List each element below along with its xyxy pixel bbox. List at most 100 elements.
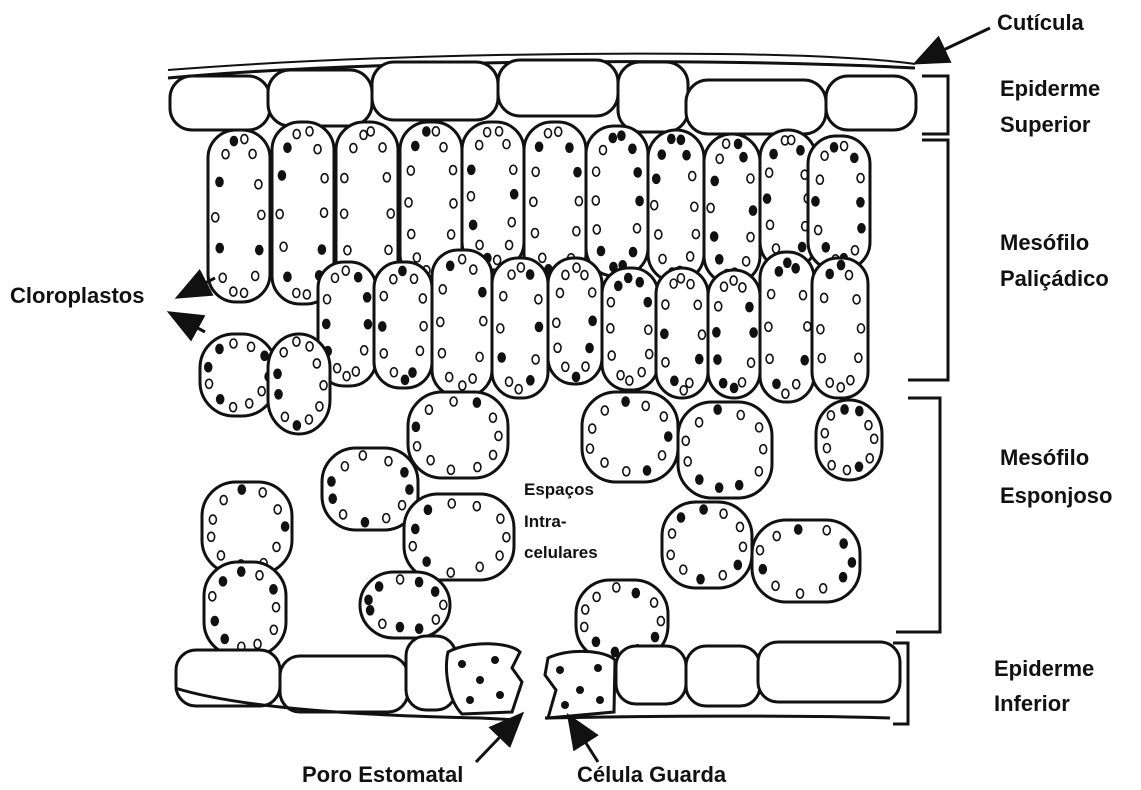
spongy-mesophyll-cell: [322, 448, 418, 530]
chloroplast: [355, 273, 362, 282]
chloroplast: [412, 422, 419, 431]
chloroplast: [497, 514, 504, 523]
chloroplast: [217, 395, 224, 404]
chloroplast: [630, 248, 637, 257]
chloroplast: [450, 199, 457, 208]
chloroplast: [273, 603, 280, 612]
chloroplast: [383, 173, 390, 182]
chloroplast: [573, 263, 580, 272]
chloroplast: [848, 558, 855, 567]
chloroplast: [743, 257, 750, 266]
chloroplast: [696, 418, 703, 427]
chloroplast: [503, 533, 510, 542]
chloroplast: [686, 378, 693, 387]
chloroplast: [476, 240, 483, 249]
chloroplast: [720, 379, 727, 388]
chloroplast: [416, 346, 423, 355]
label-espacos-line1: Espaços: [524, 480, 594, 499]
chloroplast: [623, 467, 630, 476]
chloroplast: [554, 343, 561, 352]
chloroplast: [668, 134, 675, 143]
chloroplast: [843, 466, 850, 475]
chloroplast: [792, 264, 799, 273]
chloroplast: [476, 352, 483, 361]
chloroplast: [280, 348, 287, 357]
chloroplast: [496, 691, 504, 699]
chloroplast: [222, 150, 229, 159]
chloroplast: [804, 322, 811, 331]
chloroplast: [581, 622, 588, 631]
chloroplast: [677, 135, 684, 144]
chloroplast: [601, 458, 608, 467]
chloroplast: [274, 505, 281, 514]
chloroplast: [851, 246, 858, 255]
chloroplast: [313, 359, 320, 368]
chloroplast: [644, 298, 651, 307]
chloroplast: [230, 137, 237, 146]
chloroplast: [764, 194, 771, 203]
chloroplast: [532, 167, 539, 176]
lower-epidermis-cell: [176, 650, 280, 706]
chloroplast: [274, 369, 281, 378]
chloroplast: [531, 229, 538, 238]
chloroplast: [254, 639, 261, 648]
chloroplast: [517, 263, 524, 272]
chloroplast: [582, 362, 589, 371]
chloroplast: [511, 190, 518, 199]
label-epiderme-inferior-line2: Inferior: [994, 691, 1070, 716]
chloroplast: [768, 290, 775, 299]
lower-epidermis-cell: [686, 646, 760, 706]
chloroplast: [795, 525, 802, 534]
chloroplast: [530, 197, 537, 206]
chloroplast: [385, 245, 392, 254]
chloroplast: [756, 546, 763, 555]
chloroplast: [782, 389, 789, 398]
chloroplast: [219, 273, 226, 282]
chloroplast: [341, 174, 348, 183]
chloroplast: [515, 385, 522, 394]
chloroplast: [734, 560, 741, 569]
chloroplast: [216, 344, 223, 353]
chloroplast: [314, 145, 321, 154]
chloroplast: [697, 575, 704, 584]
chloroplast: [812, 197, 819, 206]
chloroplast: [484, 128, 491, 137]
chloroplast: [473, 502, 480, 511]
chloroplast: [255, 180, 262, 189]
chloroplast: [634, 168, 641, 177]
chloroplast: [662, 358, 669, 367]
chloroplast: [682, 436, 689, 445]
chloroplast: [740, 153, 747, 162]
chloroplast: [479, 288, 486, 297]
chloroplast: [364, 293, 371, 302]
chloroplast: [615, 281, 622, 290]
guard-cells: [447, 644, 615, 718]
chloroplast: [784, 258, 791, 267]
chloroplast: [380, 292, 387, 301]
label-mesofilo-esponjoso-line2: Esponjoso: [1000, 483, 1112, 508]
chloroplast: [687, 280, 694, 289]
lower-epidermis-cells: [176, 636, 900, 712]
chloroplast: [773, 532, 780, 541]
chloroplast: [450, 166, 457, 175]
chloroplast: [599, 146, 606, 155]
chloroplast: [657, 617, 664, 626]
chloroplast: [713, 328, 720, 337]
guard-cell-left: [447, 644, 522, 714]
chloroplast: [788, 136, 795, 145]
chloroplast: [680, 386, 687, 395]
chloroplast: [799, 243, 806, 252]
chloroplast: [379, 619, 386, 628]
chloroplast: [821, 151, 828, 160]
chloroplast: [660, 412, 667, 421]
chloroplast: [432, 587, 439, 596]
chloroplast: [216, 177, 223, 186]
chloroplast: [566, 143, 573, 152]
chloroplast: [669, 529, 676, 538]
chloroplast: [490, 450, 497, 459]
chloroplast: [720, 509, 727, 518]
chloroplast: [747, 174, 754, 183]
chloroplast: [716, 483, 723, 492]
chloroplast: [617, 371, 624, 380]
chloroplast: [576, 686, 584, 694]
